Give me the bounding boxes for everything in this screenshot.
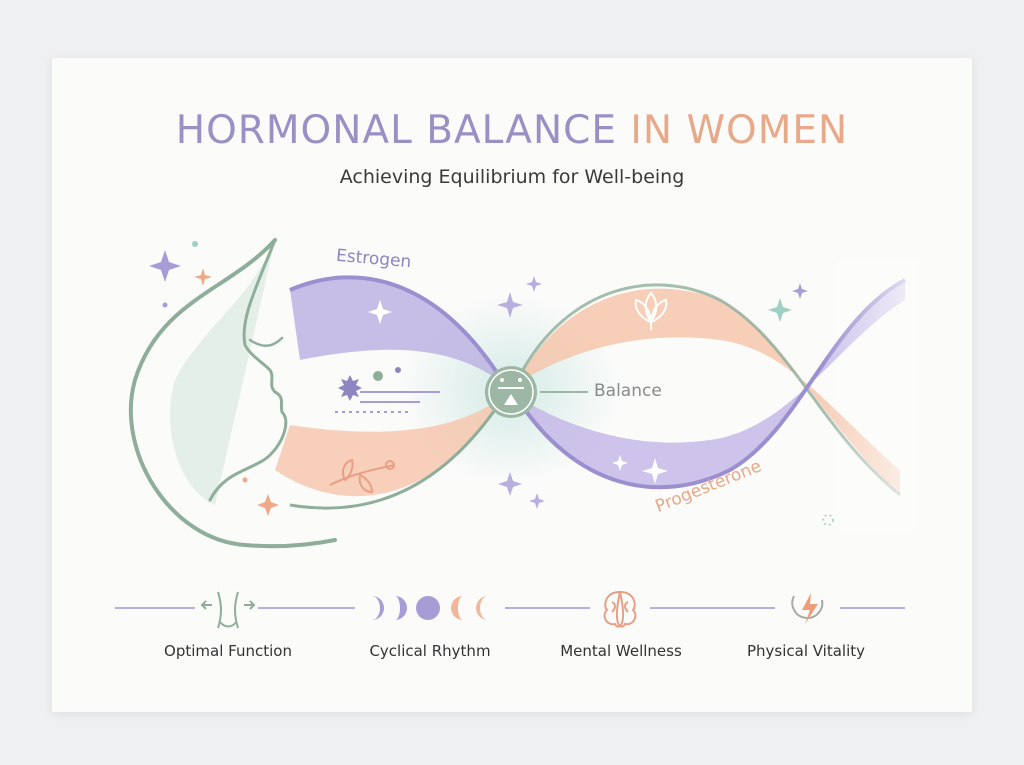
lightning-energy-icon [791,593,824,624]
progesterone-wave-left [275,395,505,497]
leaf-branch-icon [329,458,396,494]
woman-profile-icon [128,238,337,549]
estrogen-wave-right [515,280,905,488]
moon-phases-icon [372,596,488,620]
brain-icon [603,590,637,628]
pillar-optimal-function: Optimal Function [164,642,292,660]
progesterone-wave-right [515,288,900,495]
title-part-peach: IN WOMEN [630,108,849,153]
lotus-icon [634,291,668,330]
pillar-physical-vitality: Physical Vitality [746,642,866,660]
page-title: HORMONAL BALANCE IN WOMEN [0,108,1024,153]
pillar-cyclical-rhythm: Cyclical Rhythm [369,642,491,660]
balance-scale-icon [485,366,537,418]
body-waist-icon [200,591,256,629]
estrogen-wave-left [290,277,505,385]
pillar-mental-wellness: Mental Wellness [560,642,682,660]
page-subtitle: Achieving Equilibrium for Well-being [339,166,685,188]
balance-label: Balance [594,381,662,401]
sparkle-icons [149,241,834,526]
title-part-purple: HORMONAL BALANCE [175,108,618,153]
